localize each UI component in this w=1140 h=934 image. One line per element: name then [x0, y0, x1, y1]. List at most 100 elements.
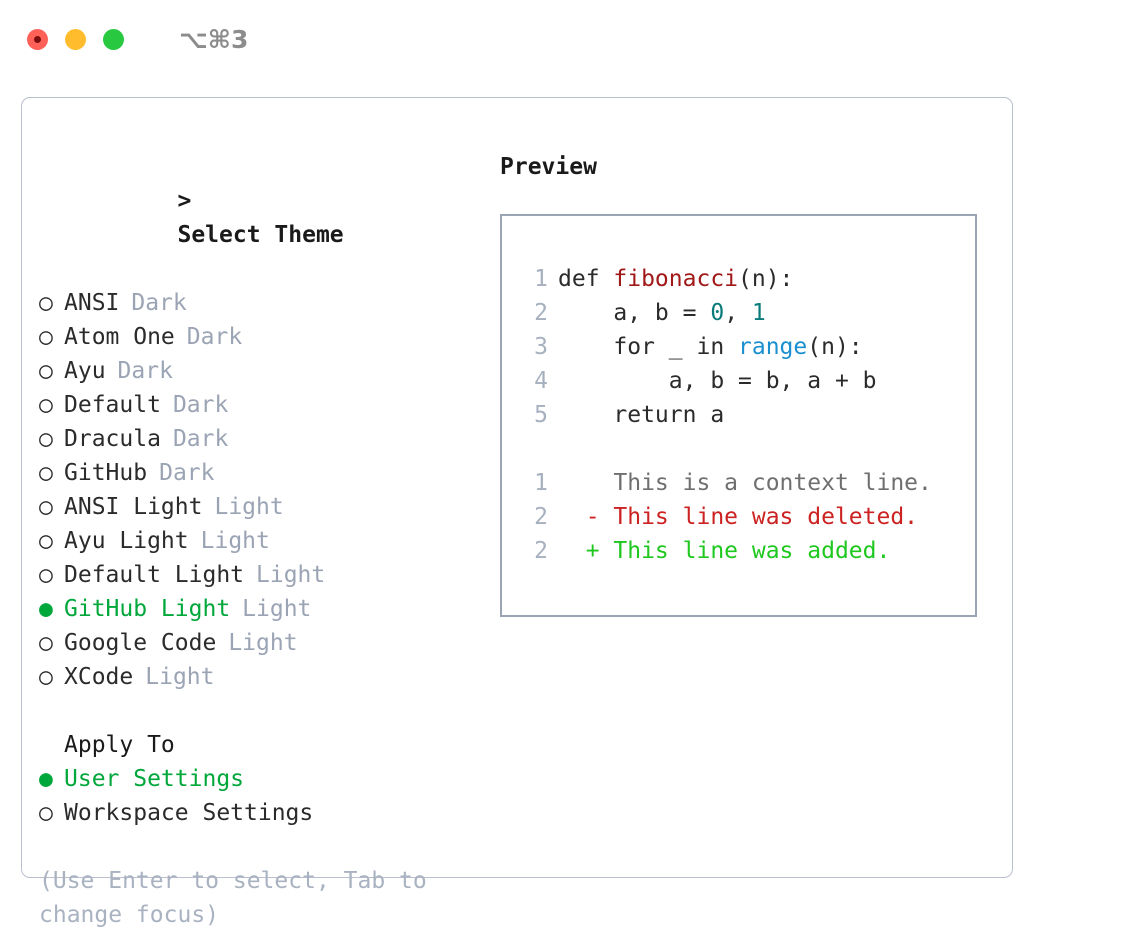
diff-marker: - [558, 504, 614, 530]
theme-option-default-light[interactable]: ○ Default Light Light [39, 558, 469, 592]
theme-option-label: Ayu [64, 358, 106, 384]
diff-marker [558, 466, 613, 500]
code-token: for _ in [558, 334, 739, 360]
theme-option-label: Default Light [64, 562, 245, 588]
theme-variant-badge: Light [242, 596, 312, 622]
theme-variant-badge: Dark [172, 392, 229, 418]
diff-line-context: 1 This is a context line. [520, 466, 975, 500]
theme-variant-badge: Dark [117, 358, 173, 384]
theme-option-label: Ayu Light [64, 528, 189, 554]
radio-unselected-icon[interactable]: ○ [39, 630, 53, 656]
theme-option-label: Google Code [64, 630, 217, 656]
radio-unselected-icon[interactable]: ○ [39, 800, 53, 826]
close-window-button[interactable] [27, 28, 48, 50]
selection-caret-icon: > [177, 188, 192, 214]
line-number: 2 [534, 504, 548, 530]
apply-to-header: Apply To [64, 732, 175, 758]
theme-option-ayu[interactable]: ○ Ayu Dark [39, 354, 469, 388]
radio-unselected-icon[interactable]: ○ [39, 664, 53, 690]
window-controls [27, 28, 124, 50]
code-token: a, b = [558, 300, 711, 326]
theme-variant-badge: Light [228, 630, 298, 656]
apply-to-section: Apply To ● User Settings ○ Workspace Settin… [39, 728, 469, 830]
code-token: (n): [738, 266, 794, 292]
radio-unselected-icon[interactable]: ○ [39, 392, 53, 418]
line-number: 4 [534, 368, 548, 394]
radio-unselected-icon[interactable]: ○ [39, 358, 53, 384]
radio-unselected-icon[interactable]: ○ [39, 426, 53, 452]
code-token: (n): [807, 334, 863, 360]
theme-variant-badge: Dark [131, 290, 187, 316]
theme-option-github-light[interactable]: ● GitHub Light Light [39, 592, 469, 626]
theme-option-label: ANSI [64, 290, 120, 316]
diff-marker: + [558, 538, 614, 564]
apply-to-options: ● User Settings ○ Workspace Settings [39, 762, 469, 830]
maximize-window-button[interactable] [103, 28, 124, 50]
line-number: 5 [534, 402, 548, 428]
code-line: 2 a, b = 0, 1 [520, 296, 975, 330]
code-token: a, b = b, a + b [558, 368, 877, 394]
theme-option-label: XCode [64, 664, 134, 690]
theme-list-title: Select Theme [177, 222, 344, 248]
code-token: return a [558, 402, 725, 428]
radio-unselected-icon[interactable]: ○ [39, 528, 53, 554]
theme-option-ansi[interactable]: ○ ANSI Dark [39, 286, 469, 320]
diff-line-added: 2 + This line was added. [520, 534, 975, 568]
code-token: fibonacci [613, 266, 739, 292]
theme-list-header: > Select Theme [39, 150, 469, 286]
theme-option-atom-one[interactable]: ○ Atom One Dark [39, 320, 469, 354]
code-line: 4 a, b = b, a + b [520, 364, 975, 398]
code-token: , [724, 300, 752, 326]
apply-to-option-label: Workspace Settings [64, 800, 314, 826]
diff-text: This is a context line. [613, 470, 932, 496]
theme-variant-badge: Light [256, 562, 326, 588]
line-number: 2 [534, 538, 548, 564]
diff-line-deleted: 2 - This line was deleted. [520, 500, 975, 534]
keyboard-hint-text: (Use Enter to select, Tab to change focu… [39, 868, 427, 928]
theme-variant-badge: Light [145, 664, 215, 690]
keyboard-shortcut-label: ⌥⌘3 [179, 24, 249, 54]
preview-spacer [520, 432, 975, 466]
code-line: 3 for _ in range(n): [520, 330, 975, 364]
title-bar: ⌥⌘3 [0, 0, 1140, 78]
diff-text: This line was deleted. [613, 504, 919, 530]
preview-title: Preview [500, 154, 597, 180]
apply-to-option-user-settings[interactable]: ● User Settings [39, 762, 469, 796]
radio-selected-icon[interactable]: ● [39, 766, 53, 792]
theme-option-xcode[interactable]: ○ XCode Light [39, 660, 469, 694]
line-number: 1 [534, 266, 548, 292]
minimize-window-button[interactable] [65, 28, 86, 50]
theme-option-label: Atom One [64, 324, 175, 350]
diff-text: This line was added. [613, 538, 891, 564]
theme-option-label: GitHub [64, 460, 148, 486]
radio-unselected-icon[interactable]: ○ [39, 324, 53, 350]
radio-unselected-icon[interactable]: ○ [39, 494, 53, 520]
radio-unselected-icon[interactable]: ○ [39, 562, 53, 588]
code-token: def [558, 266, 614, 292]
code-token: range [738, 334, 808, 360]
apply-to-option-label: User Settings [64, 766, 245, 792]
theme-option-label: GitHub Light [64, 596, 231, 622]
theme-option-github[interactable]: ○ GitHub Dark [39, 456, 469, 490]
theme-variant-badge: Dark [186, 324, 243, 350]
apply-to-option-workspace-settings[interactable]: ○ Workspace Settings [39, 796, 469, 830]
radio-selected-icon[interactable]: ● [39, 596, 53, 622]
theme-variant-badge: Dark [159, 460, 215, 486]
radio-unselected-icon[interactable]: ○ [39, 460, 53, 486]
code-line: 5 return a [520, 398, 975, 432]
radio-unselected-icon[interactable]: ○ [39, 290, 53, 316]
theme-variant-badge: Light [214, 494, 284, 520]
code-token: 0 [710, 300, 725, 326]
theme-option-google-code[interactable]: ○ Google Code Light [39, 626, 469, 660]
